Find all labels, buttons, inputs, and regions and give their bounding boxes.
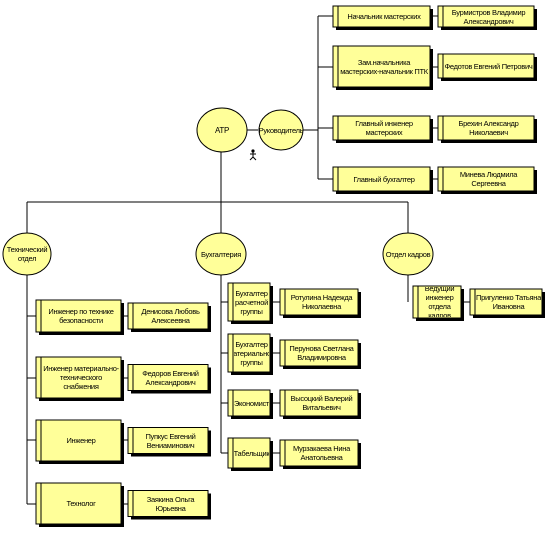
kadr-role-0-rect xyxy=(412,285,462,319)
management-person-1[interactable] xyxy=(437,53,537,81)
connectors xyxy=(26,15,470,505)
buh-person-2[interactable] xyxy=(279,389,361,419)
management-role-0-rect xyxy=(332,5,431,28)
buh-role-3-label: Табельщик xyxy=(234,448,269,458)
tech-otdel-label: Технический отдел xyxy=(6,245,48,263)
tech-person-1-label: Федоров Евгений Александрович xyxy=(142,368,199,387)
tech-person-1-rect xyxy=(127,364,209,391)
management-role-2-rect xyxy=(332,115,431,141)
tech-person-2-label: Пупкус Евгений Вениаминович xyxy=(145,431,196,450)
management-role-3-rect xyxy=(332,166,431,192)
otdel-kadrov-node[interactable] xyxy=(382,232,434,276)
management-person-3-rect xyxy=(437,166,535,192)
tech-role-3-label: Технолог xyxy=(66,499,96,508)
management-role-1-label: Зам.начальника мастерских-начальник ПТК xyxy=(340,57,428,76)
rukovoditel-label: Руководитель xyxy=(259,125,303,135)
management-person-3[interactable] xyxy=(437,166,537,194)
tech-role-2-label: Инженер xyxy=(66,436,96,445)
kadr-person-0-rect xyxy=(469,288,543,316)
kadr-person-0[interactable] xyxy=(469,288,545,318)
atp-node[interactable] xyxy=(196,107,248,153)
buh-role-1-label: Бухгалтер материальной группы xyxy=(234,339,269,367)
atp-label: АТР xyxy=(214,125,230,135)
position-boxes xyxy=(35,5,545,527)
tech-role-3[interactable] xyxy=(35,482,124,527)
tech-role-3-rect xyxy=(35,482,122,525)
management-person-3-label: Минева Людмила Сергеевна xyxy=(459,170,518,188)
buh-role-0-label: Бухгалтер расчетной группы xyxy=(234,288,269,316)
buhgalteriya-node[interactable] xyxy=(195,232,247,276)
buh-person-0[interactable] xyxy=(279,288,361,318)
buh-person-3-rect xyxy=(279,439,359,467)
tech-role-1[interactable] xyxy=(35,356,124,401)
management-person-1-label: Федотов Евгений Петрович xyxy=(444,61,533,71)
tech-role-0-rect xyxy=(35,299,122,333)
management-role-0-label: Начальник мастерских xyxy=(347,12,421,21)
tech-role-0[interactable] xyxy=(35,299,124,335)
buh-role-0[interactable] xyxy=(227,282,273,324)
management-role-2[interactable] xyxy=(332,115,433,143)
management-role-3-label: Главный бухгалтер xyxy=(353,174,415,184)
kadr-role-0[interactable] xyxy=(412,285,464,321)
management-role-3[interactable] xyxy=(332,166,433,194)
buh-person-3-label: Мурзакаева Нина Анатольевна xyxy=(292,444,351,462)
buh-role-3[interactable] xyxy=(227,437,273,471)
management-person-2-rect xyxy=(437,115,535,141)
buh-person-0-label: Ротулина Надежда Николаевна xyxy=(290,293,353,311)
tech-person-3-rect xyxy=(127,490,209,517)
buh-person-0-rect xyxy=(279,288,359,316)
otdel-kadrov-label: Отдел кадров xyxy=(385,249,431,259)
tech-otdel-node[interactable] xyxy=(2,232,52,276)
tech-person-2[interactable] xyxy=(127,427,211,457)
tech-person-1[interactable] xyxy=(127,364,211,394)
buh-role-0-rect xyxy=(227,282,271,322)
tech-role-0-label: Инженер по технике безопасности xyxy=(48,307,114,325)
tech-role-1-label: Инженер материально-технического снабжен… xyxy=(43,364,119,391)
kadr-person-0-label: Пригуленко Татьяна Ивановна xyxy=(476,293,541,311)
management-person-0-label: Бурмистров Владимир Александрович xyxy=(451,7,526,26)
management-person-2[interactable] xyxy=(437,115,537,143)
buh-person-1[interactable] xyxy=(279,339,361,369)
buh-role-1[interactable] xyxy=(227,333,273,375)
buh-role-2[interactable] xyxy=(227,389,273,419)
management-person-2-label: Брехин Александр Николаевич xyxy=(458,119,519,137)
tech-person-0[interactable] xyxy=(127,302,211,332)
buh-role-3-rect xyxy=(227,437,271,469)
kadr-role-0-label: Ведущий инженер отдела кадров xyxy=(424,287,455,317)
buh-person-1-label: Перунова Светлана Владимировна xyxy=(289,344,354,362)
management-person-1-rect xyxy=(437,53,535,79)
rukovoditel-node[interactable] xyxy=(258,109,304,151)
buh-role-1-rect xyxy=(227,333,271,373)
tech-person-2-rect xyxy=(127,427,209,454)
management-role-0[interactable] xyxy=(332,5,433,30)
tech-person-3-label: Заякина Ольга Юрьевна xyxy=(146,494,195,513)
tech-role-2-rect xyxy=(35,419,122,462)
ellipse-nodes xyxy=(2,107,434,276)
management-person-0[interactable] xyxy=(437,5,537,30)
buh-person-2-rect xyxy=(279,389,359,417)
buh-role-2-label: Экономист xyxy=(234,398,269,408)
tech-role-2[interactable] xyxy=(35,419,124,464)
management-role-1[interactable] xyxy=(332,45,433,90)
person-marker-icon xyxy=(249,149,257,161)
buh-person-3[interactable] xyxy=(279,439,361,469)
buh-role-2-rect xyxy=(227,389,271,417)
management-person-0-rect xyxy=(437,5,535,28)
buhgalteriya-label: Бухгалтерия xyxy=(200,249,242,259)
buh-person-1-rect xyxy=(279,339,359,367)
management-role-2-label: Главный инженер мастерских xyxy=(355,119,413,137)
tech-person-0-label: Денисова Любовь Алексеевна xyxy=(141,307,200,325)
management-role-1-rect xyxy=(332,45,431,88)
buh-person-2-label: Высоцкий Валерий Витальевич xyxy=(290,394,353,412)
tech-person-0-rect xyxy=(127,302,209,330)
tech-role-1-rect xyxy=(35,356,122,399)
tech-person-3[interactable] xyxy=(127,490,211,520)
